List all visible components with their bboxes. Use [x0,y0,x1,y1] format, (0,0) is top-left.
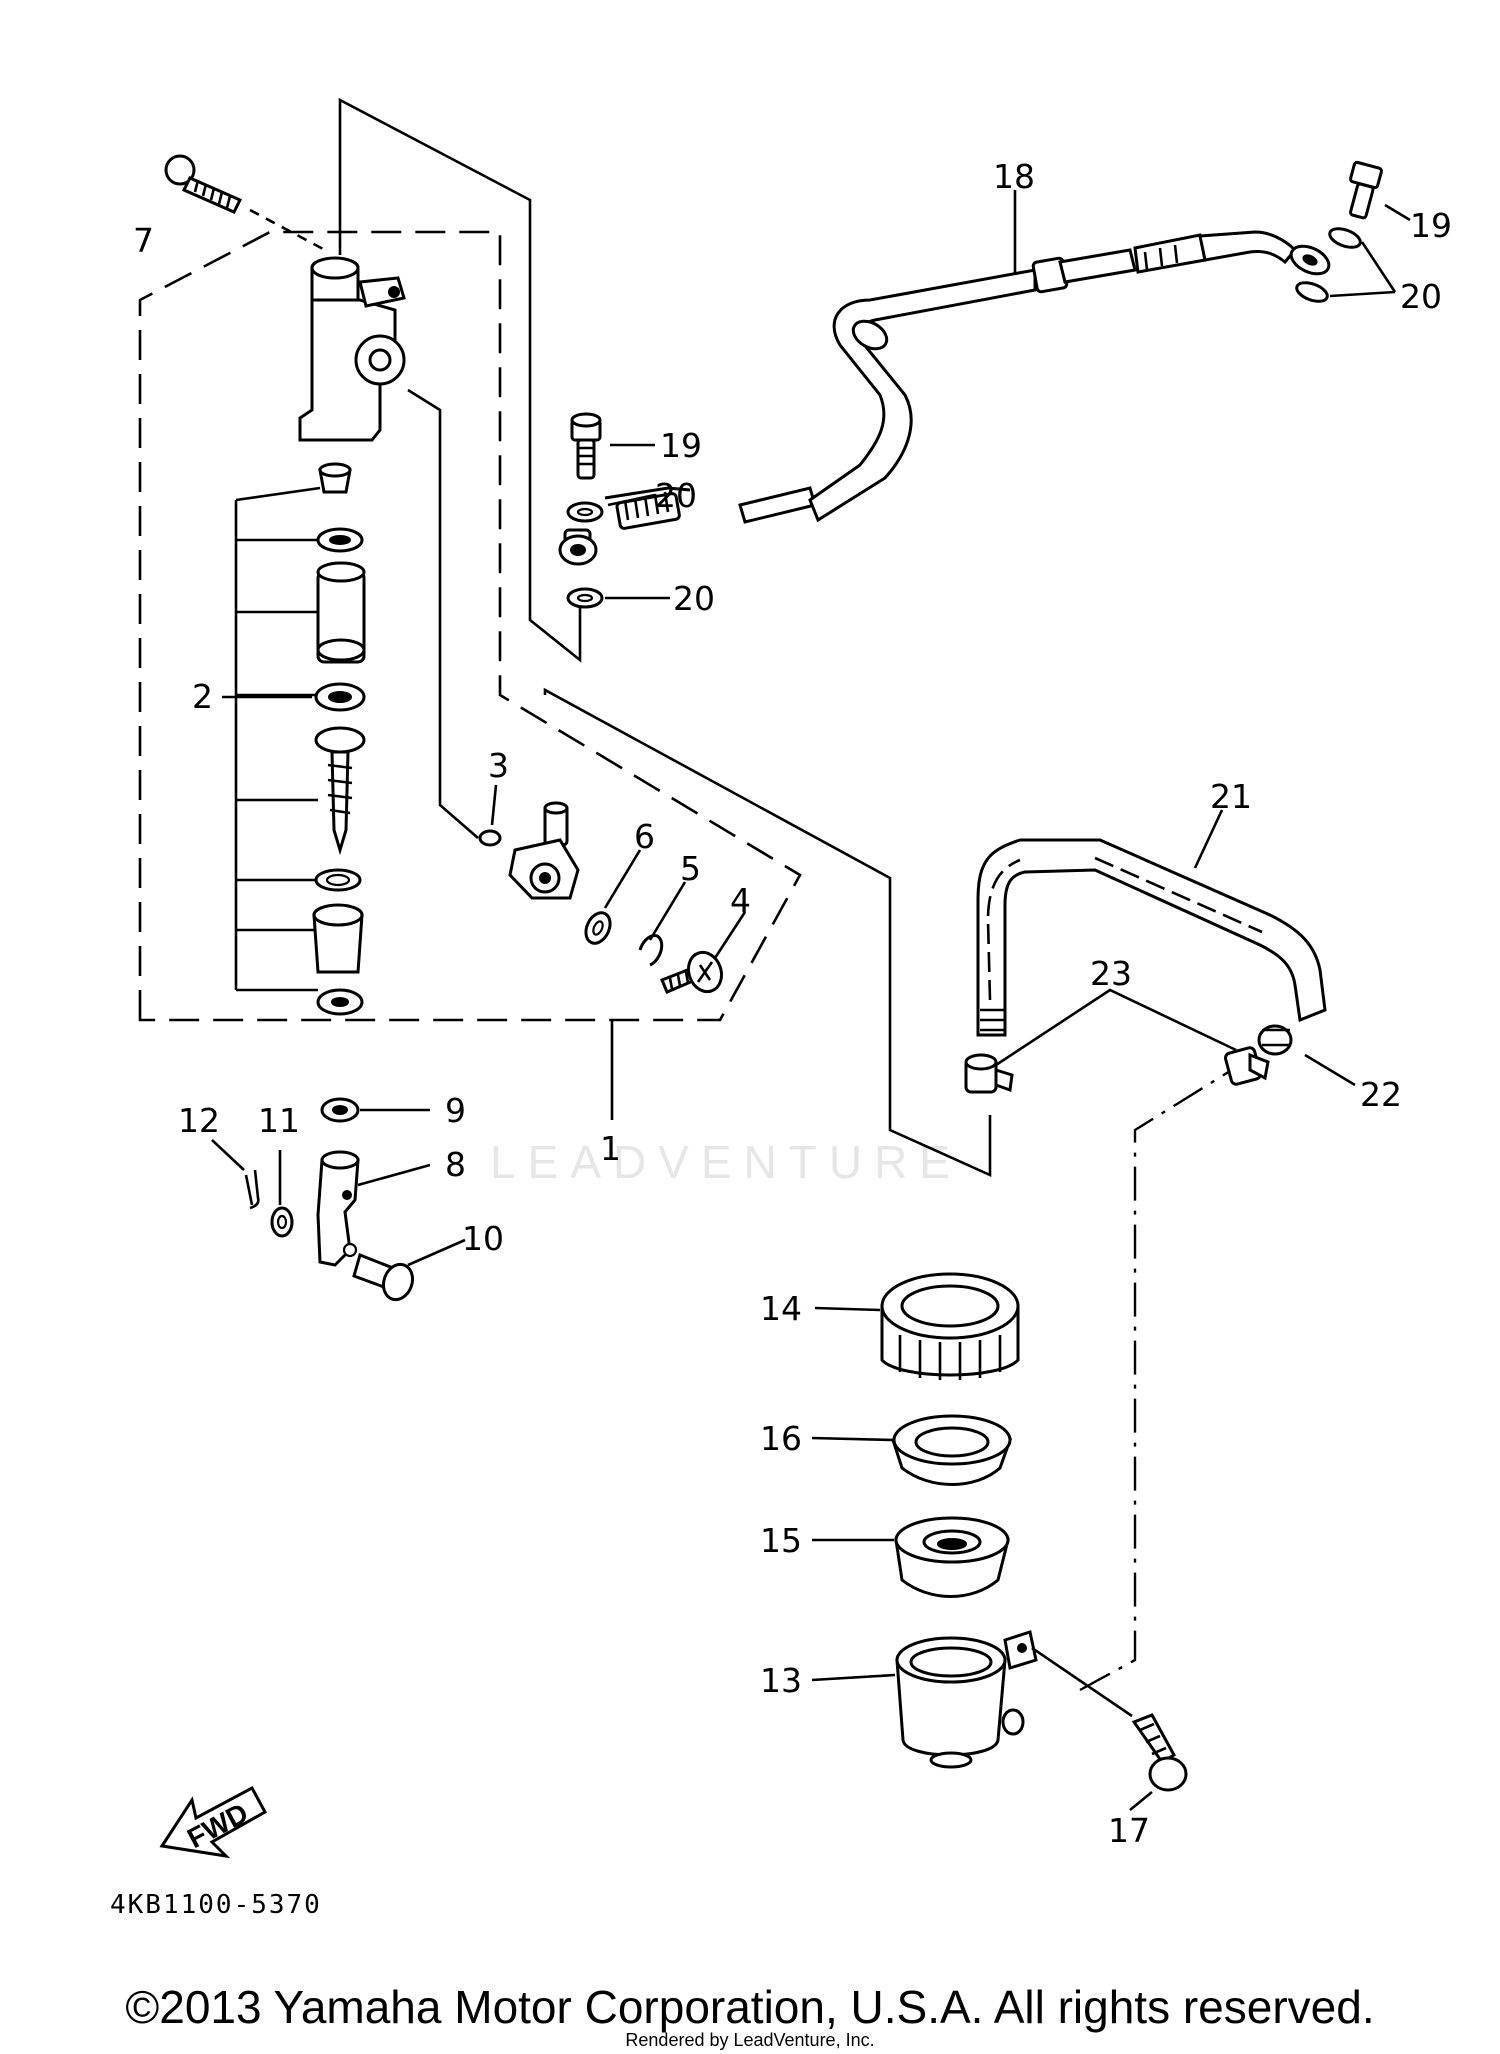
screw-4 [660,911,747,994]
copyright-notice: ©2013 Yamaha Motor Corporation, U.S.A. A… [125,1981,1375,2033]
brake-hose-18 [558,190,1331,566]
callout-20: 20 [655,476,697,515]
washer-6 [584,849,642,945]
callout-labels: 1 2 3 4 5 6 7 8 9 10 11 12 13 14 15 16 1… [133,157,1452,1850]
bolt-7 [164,154,326,252]
callout-2: 2 [192,677,213,716]
callout-17: 17 [1108,1811,1150,1850]
nut-9 [320,1097,430,1123]
callout-20: 20 [673,579,715,618]
callout-13: 13 [760,1661,802,1700]
leadventure-watermark: LEADVENTURE [490,1136,962,1188]
callout-7: 7 [133,221,154,260]
callout-19: 19 [660,426,702,465]
callout-12: 12 [178,1101,220,1140]
callout-14: 14 [760,1289,802,1328]
union-bolt-19-upper [1349,160,1411,222]
cap-14 [814,1272,1020,1380]
callout-9: 9 [445,1091,466,1130]
callout-4: 4 [730,881,751,920]
hose-clamp-23-left [964,1053,1014,1094]
union-bolt-19-lower [570,412,655,480]
reservoir-13 [811,1630,1038,1769]
callout-8: 8 [445,1145,466,1184]
callout-15: 15 [760,1521,802,1560]
rendered-by-credit: Rendered by LeadVenture, Inc. [625,2030,875,2050]
callout-19: 19 [1410,206,1452,245]
cotter-pin-12 [211,1139,260,1210]
o-ring-3 [478,784,502,847]
callout-3: 3 [488,746,509,785]
plate-16 [811,1414,1013,1486]
callout-23: 23 [1090,954,1132,993]
hose-clamp-23-right [1223,1046,1270,1086]
diagram-part-code: 4KB1100-5370 [110,1890,322,1920]
hose-fitting [508,801,580,900]
master-cylinder-body [298,256,406,442]
callout-6: 6 [634,817,655,856]
circlip-5 [638,881,687,967]
screw-17 [1031,1646,1188,1812]
reference-line-outlet [407,388,479,839]
callout-11: 11 [258,1101,300,1140]
forward-direction-arrow [159,1785,268,1859]
reference-line-cylinder-to-hose [338,97,582,663]
leader-23 [995,988,1237,1067]
reference-line-cylinder-to-fitting [543,687,992,1178]
diaphragm-15 [812,1516,1010,1598]
callout-22: 22 [1360,1075,1402,1114]
callout-5: 5 [680,849,701,888]
callout-20: 20 [1400,277,1442,316]
reference-line-reservoir [1079,1066,1236,1692]
callout-16: 16 [760,1419,802,1458]
master-cylinder-assembly-outline [138,230,802,1022]
callout-10: 10 [462,1219,504,1258]
callout-21: 21 [1210,777,1252,816]
reservoir-hose-21 [976,809,1356,1087]
piston-kit-2 [222,462,366,1016]
washer-20-c [1295,227,1397,303]
washer-11 [270,1150,294,1238]
pin-10 [352,1238,466,1302]
washer-20-a [566,493,656,523]
clevis-8 [316,1150,431,1267]
callout-18: 18 [993,157,1035,196]
callout-1: 1 [600,1129,621,1168]
washer-20-b [566,587,670,609]
